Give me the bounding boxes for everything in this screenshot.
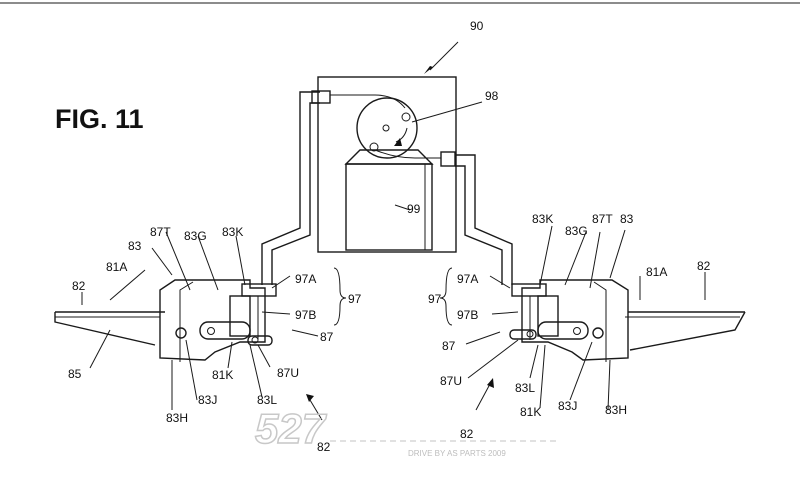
leader-98: [411, 101, 483, 123]
link-87U-right: [509, 329, 537, 340]
housing-edge-left: [179, 281, 194, 362]
lever-pivot-right: [573, 327, 581, 335]
brace-97-left: [333, 267, 347, 326]
cable-right-inner: [455, 165, 503, 285]
label-87U-right: 87U: [440, 374, 462, 388]
label-87U-left: 87U: [277, 366, 299, 380]
leader-99: [394, 204, 411, 211]
motor-top: [344, 149, 434, 165]
label-83-left: 83: [128, 239, 142, 253]
controller-housing-90: [317, 76, 457, 253]
cable-end-97A-left: [241, 283, 277, 297]
watermark-logo: 527: [255, 405, 327, 452]
cable-clamp-right: [440, 151, 456, 167]
watermark-tagline: DRIVE BY AS PARTS 2009: [408, 449, 506, 458]
cable-end-97A-right: [511, 283, 547, 297]
label-83L-left: 83L: [257, 393, 277, 407]
label-97B-left: 97B: [295, 308, 316, 322]
rotation-arrow: [395, 127, 408, 143]
label-82-bottom-left: 82: [317, 440, 331, 454]
leader-82-bottom-left: [309, 399, 323, 421]
rail-85-right: [629, 311, 746, 351]
label-87-right: 87: [442, 339, 456, 353]
cable-wrap-bottom: [374, 149, 441, 159]
cable-left-outer: [261, 91, 320, 285]
label-81A-left: 81A: [106, 260, 127, 274]
label-99: 99: [407, 202, 421, 216]
label-81A-right: 81A: [646, 265, 667, 279]
label-83H-left: 83H: [166, 411, 188, 425]
pin-83J-right: [592, 327, 604, 339]
arrowhead-90: [424, 66, 433, 74]
label-90: 90: [470, 19, 484, 33]
label-98: 98: [485, 89, 499, 103]
rotation-arrowhead: [394, 138, 402, 146]
label-82-left: 82: [72, 279, 86, 293]
leader-90: [429, 41, 459, 71]
label-87T-left: 87T: [150, 225, 171, 239]
pulley-hole-1: [369, 142, 379, 152]
figure-title: FIG. 11: [55, 104, 144, 134]
label-85: 85: [68, 367, 82, 381]
block-83G-left: [229, 295, 251, 337]
pulley-center: [382, 124, 390, 132]
arrowhead-82-right: [487, 378, 494, 388]
housing-83-right: [521, 279, 629, 361]
label-83K-right: 83K: [532, 212, 553, 226]
label-87T-right: 87T: [592, 212, 613, 226]
label-97A-right: 97A: [457, 272, 478, 286]
label-97-left: 97: [348, 292, 362, 306]
label-83J-left: 83J: [198, 393, 217, 407]
cable-wrap-top: [330, 94, 406, 109]
block-83G-right: [537, 295, 559, 337]
link-pin-left: [251, 336, 259, 344]
label-87-left: 87: [320, 330, 334, 344]
label-97-right: 97: [428, 292, 442, 306]
leader-lines: [81, 41, 706, 411]
link-87U-left: [247, 335, 273, 346]
leader-82-bottom-right: [475, 383, 491, 411]
label-81K-right: 81K: [520, 405, 541, 419]
label-81K-left: 81K: [212, 368, 233, 382]
pulley-98: [356, 97, 418, 159]
label-83G-right: 83G: [565, 224, 588, 238]
arrowhead-82-left: [306, 394, 314, 402]
housing-83-left: [159, 279, 266, 361]
label-83-right: 83: [620, 212, 634, 226]
label-83L-right: 83L: [515, 381, 535, 395]
leader-85: [89, 329, 111, 369]
cable-right-outer: [455, 154, 513, 285]
link-pin-right: [526, 330, 534, 338]
housing-edge-right: [593, 281, 607, 362]
label-83H-right: 83H: [605, 403, 627, 417]
pin-83J-left: [175, 327, 187, 339]
label-82-right: 82: [697, 259, 711, 273]
pulley-hole-2: [401, 112, 411, 122]
rail-85-left: [54, 312, 156, 346]
cable-clamp-left: [311, 90, 331, 104]
leader-81A-left: [109, 269, 146, 301]
lever-pivot-left: [207, 327, 215, 335]
label-83K-left: 83K: [222, 225, 243, 239]
label-97A-left: 97A: [295, 272, 316, 286]
label-97B-right: 97B: [457, 308, 478, 322]
brace-97-right: [439, 267, 453, 326]
label-83J-right: 83J: [558, 399, 577, 413]
label-82-bottom-right: 82: [460, 427, 474, 441]
cable-left-inner: [271, 102, 320, 285]
label-83G-left: 83G: [184, 229, 207, 243]
